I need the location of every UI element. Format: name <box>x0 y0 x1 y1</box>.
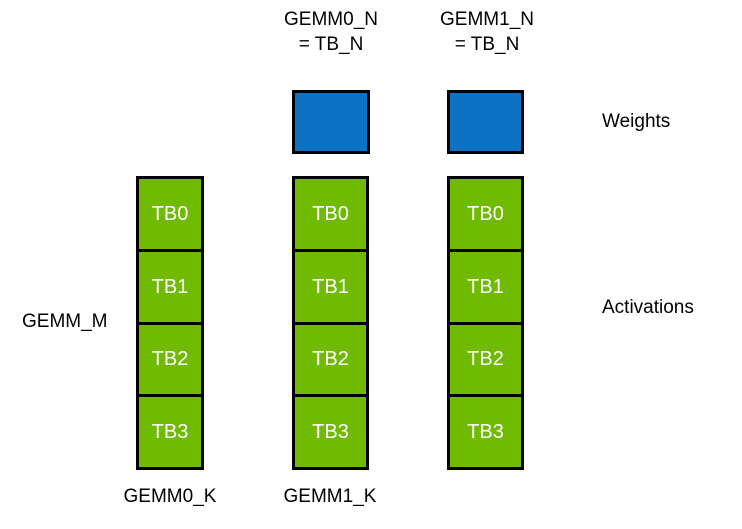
activation-cell: TB3 <box>295 397 366 467</box>
activation-cell: TB1 <box>139 251 201 325</box>
gemm-m-label: GEMM_M <box>22 311 108 332</box>
gemm1-n-label: GEMM1_N = TB_N <box>440 9 534 55</box>
weight-block-gemm0 <box>292 90 370 154</box>
activation-column-1: TB0 TB1 TB2 TB3 <box>292 176 369 470</box>
activation-cell: TB2 <box>139 324 201 398</box>
activation-cell: TB0 <box>139 179 201 252</box>
weight-block-gemm1 <box>447 90 524 154</box>
weights-row-label: Weights <box>602 111 671 132</box>
activations-row-label: Activations <box>602 297 694 318</box>
gemm1-k-label: GEMM1_K <box>283 486 377 507</box>
activation-cell: TB3 <box>139 397 201 467</box>
activation-cell: TB0 <box>295 179 366 252</box>
activation-cell: TB0 <box>450 179 521 252</box>
activation-column-2: TB0 TB1 TB2 TB3 <box>447 176 524 470</box>
gemm0-k-label: GEMM0_K <box>123 486 217 507</box>
activation-column-0: TB0 TB1 TB2 TB3 <box>136 176 204 470</box>
gemm0-n-label: GEMM0_N = TB_N <box>284 9 378 55</box>
activation-cell: TB1 <box>295 251 366 325</box>
activation-cell: TB2 <box>295 324 366 398</box>
activation-cell: TB2 <box>450 324 521 398</box>
activation-cell: TB1 <box>450 251 521 325</box>
activation-cell: TB3 <box>450 397 521 467</box>
